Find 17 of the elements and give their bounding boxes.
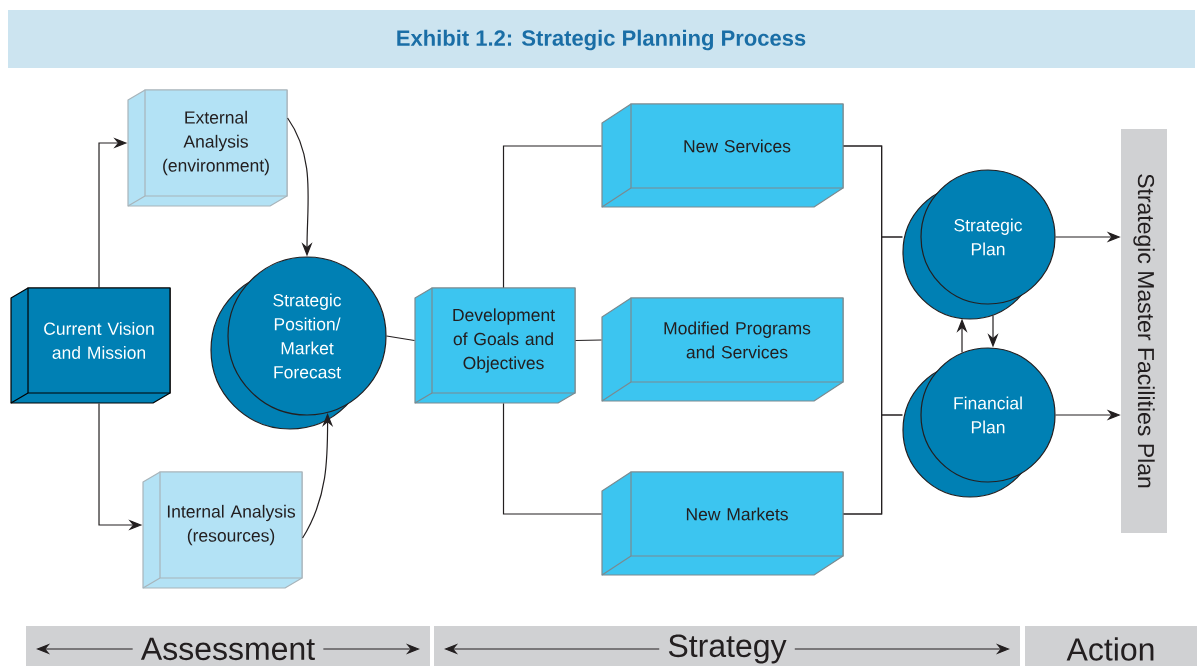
- process-box: Development of Goals and Objectives: [414, 287, 576, 404]
- process-box: New Services: [601, 103, 844, 208]
- process-box: Current Vision and Mission: [10, 287, 171, 404]
- process-box: Modified Programs and Services: [601, 297, 844, 402]
- connector: [502, 145, 602, 288]
- phase-band: Assessment: [26, 626, 430, 666]
- connector: [386, 335, 415, 342]
- connector: [502, 403, 602, 515]
- title-banner: Exhibit 1.2: Strategic Planning Process: [8, 10, 1195, 68]
- process-box: External Analysis (environment): [127, 89, 288, 207]
- process-box: Internal Analysis (resources): [142, 471, 303, 589]
- connector: [575, 339, 602, 342]
- connector: [843, 414, 903, 515]
- process-box: New Markets: [601, 471, 844, 576]
- result-band: Strategic Master Facilities Plan: [1121, 129, 1167, 533]
- phase-band: Action: [1025, 626, 1197, 666]
- phase-band: Strategy: [434, 626, 1020, 666]
